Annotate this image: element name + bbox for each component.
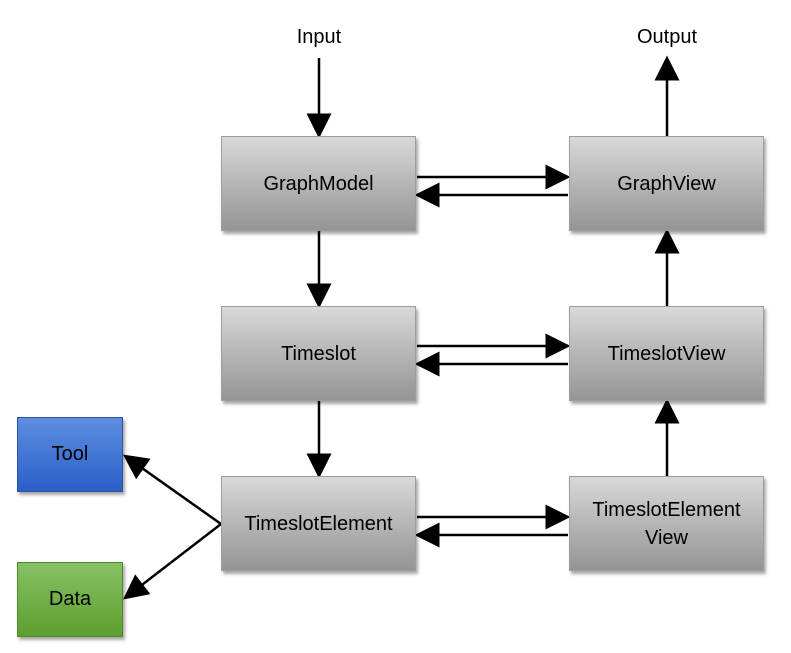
timeslotview-label: TimeslotView	[607, 342, 726, 365]
graphview-node: GraphView	[569, 136, 764, 231]
timeslot-label: Timeslot	[281, 342, 356, 365]
timeslotelement-node: TimeslotElement	[221, 476, 416, 571]
arrow-timeslotelement-to-data	[123, 523, 222, 600]
tool-label: Tool	[51, 443, 89, 465]
arrow-timeslotelement-to-tool	[122, 454, 222, 526]
input-label: Input	[296, 26, 342, 48]
timeslotview-node: TimeslotView	[569, 306, 764, 401]
graphmodel-node: GraphModel	[221, 136, 416, 231]
timeslotelementview-label: TimeslotElement View	[592, 498, 741, 549]
graphview-label: GraphView	[617, 172, 716, 195]
timeslot-node: Timeslot	[221, 306, 416, 401]
data-label: Data	[48, 588, 92, 610]
tool-node: Tool	[17, 417, 123, 492]
data-node: Data	[17, 562, 123, 637]
timeslotelementview-node: TimeslotElement View	[569, 476, 764, 571]
timeslotelement-label: TimeslotElement	[244, 512, 393, 535]
graphmodel-label: GraphModel	[263, 172, 374, 195]
output-label: Output	[636, 26, 698, 48]
